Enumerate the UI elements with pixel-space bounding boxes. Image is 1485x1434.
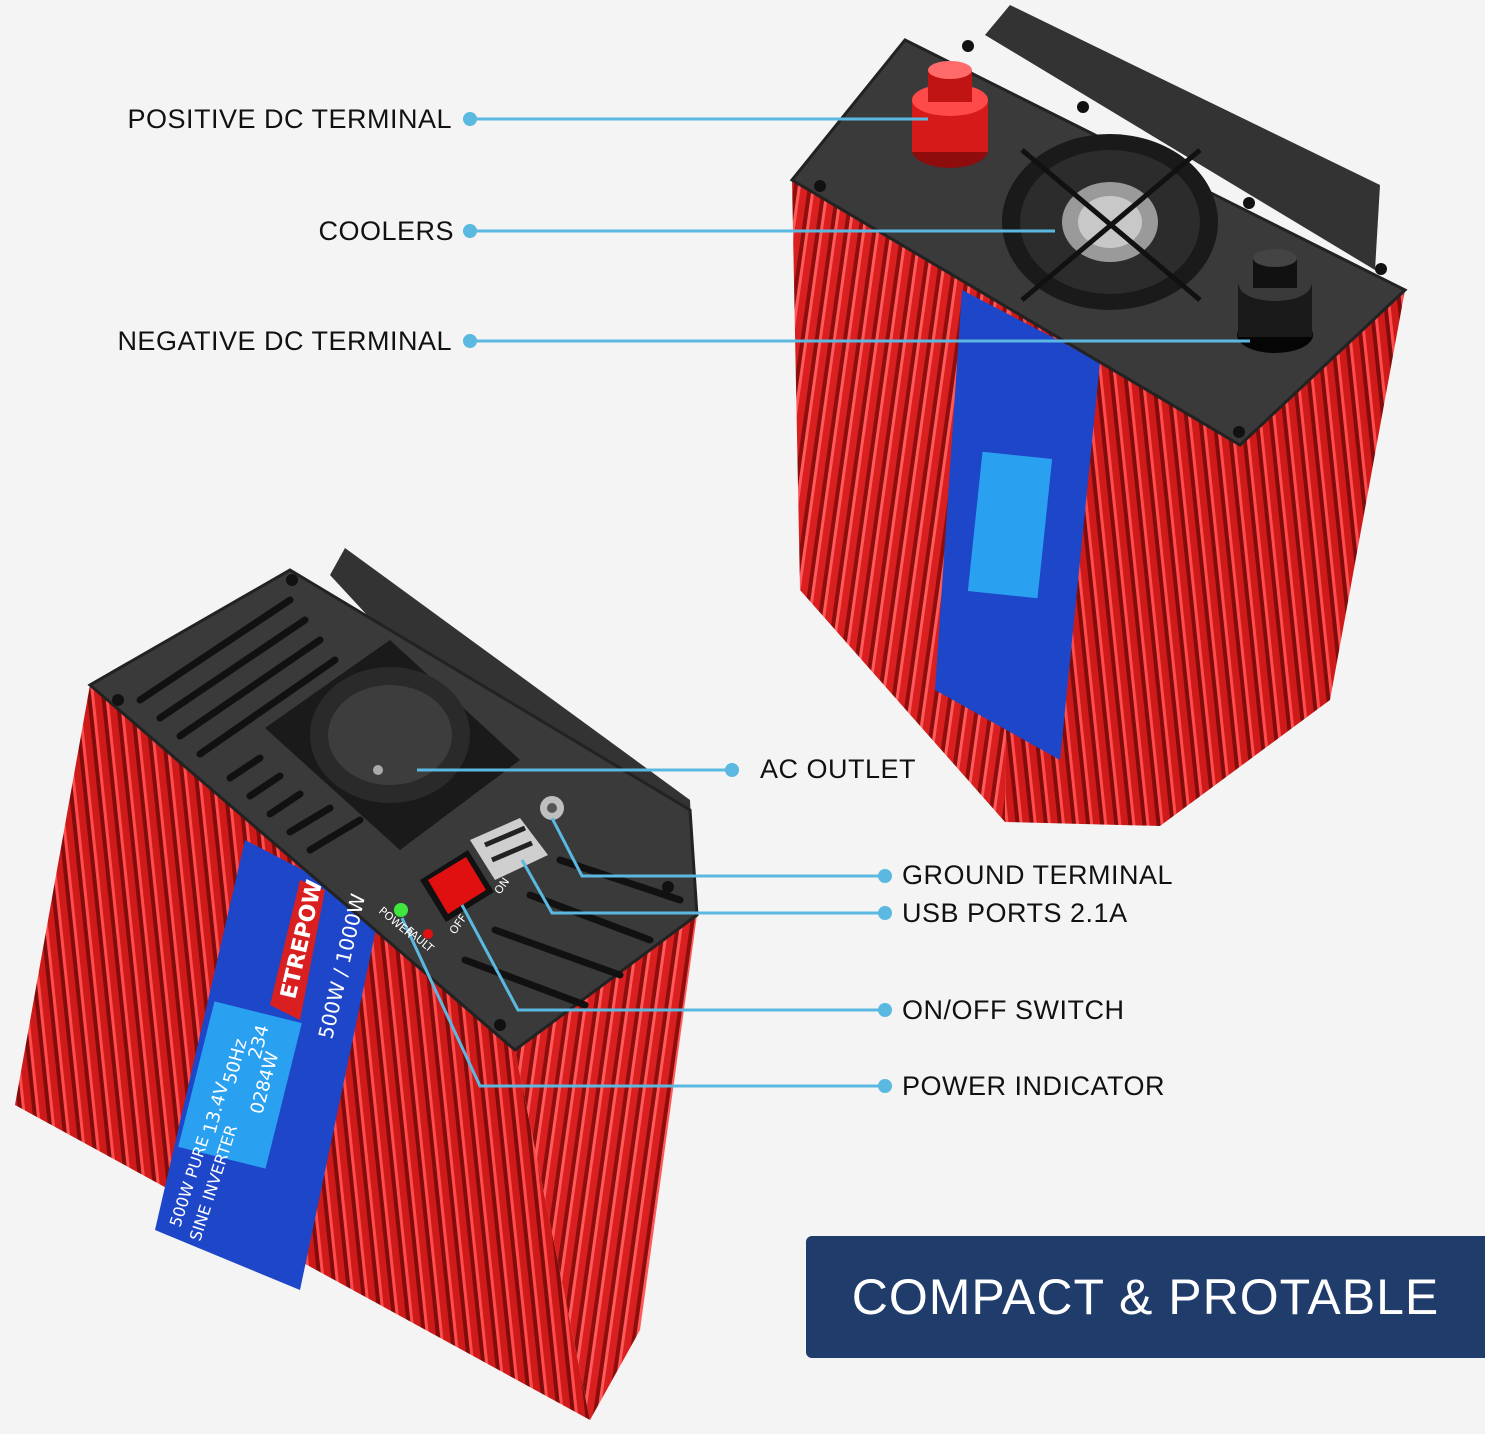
brand-badge (270, 880, 325, 1020)
positive-terminal (912, 61, 988, 168)
callout-ac-outlet: AC OUTLET (760, 754, 917, 784)
vent-slots (136, 596, 684, 1009)
callout-negative-dc-terminal: NEGATIVE DC TERMINAL (117, 326, 452, 356)
ground-terminal (540, 796, 564, 820)
banner-text: COMPACT & PROTABLE (851, 1269, 1440, 1325)
screw (286, 574, 298, 586)
screw (494, 1019, 506, 1031)
leader-dots (463, 112, 892, 1093)
callout-power-indicator: POWER INDICATOR (902, 1071, 1166, 1101)
inverter-front-view (15, 548, 699, 1420)
fault-led (423, 929, 433, 939)
leader-switch (460, 904, 885, 1012)
lcd-screen (178, 1001, 302, 1169)
leader-power-indicator (400, 917, 885, 1088)
negative-terminal (1237, 249, 1313, 353)
callout-on-off-switch: ON/OFF SWITCH (902, 995, 1125, 1025)
leader-usb (520, 859, 885, 915)
callout-usb-ports: USB PORTS 2.1A (902, 898, 1128, 928)
casing-right-face (515, 915, 697, 1420)
callout-positive-dc-terminal: POSITIVE DC TERMINAL (127, 104, 452, 134)
callout-ground-terminal: GROUND TERMINAL (902, 860, 1174, 890)
screw (1077, 101, 1089, 113)
screw (1233, 426, 1245, 438)
power-led (394, 903, 408, 917)
cooling-fan (1002, 134, 1218, 310)
inverter-rear-view (789, 5, 1408, 826)
leader-lines (400, 117, 1250, 1088)
casing-right-face (1005, 258, 1405, 826)
screw (962, 40, 974, 52)
usb-ports (470, 818, 548, 880)
screw (1243, 197, 1255, 209)
lcd-screen (967, 451, 1053, 599)
banner: COMPACT & PROTABLE (806, 1236, 1485, 1358)
screw (112, 694, 124, 706)
screw (814, 180, 826, 192)
ac-socket (265, 640, 520, 850)
callout-coolers: COOLERS (318, 216, 454, 246)
mounting-bracket (985, 5, 1380, 270)
screw (1375, 263, 1387, 275)
leader-ground (550, 817, 885, 878)
screw (662, 881, 674, 893)
power-switch (420, 850, 494, 922)
